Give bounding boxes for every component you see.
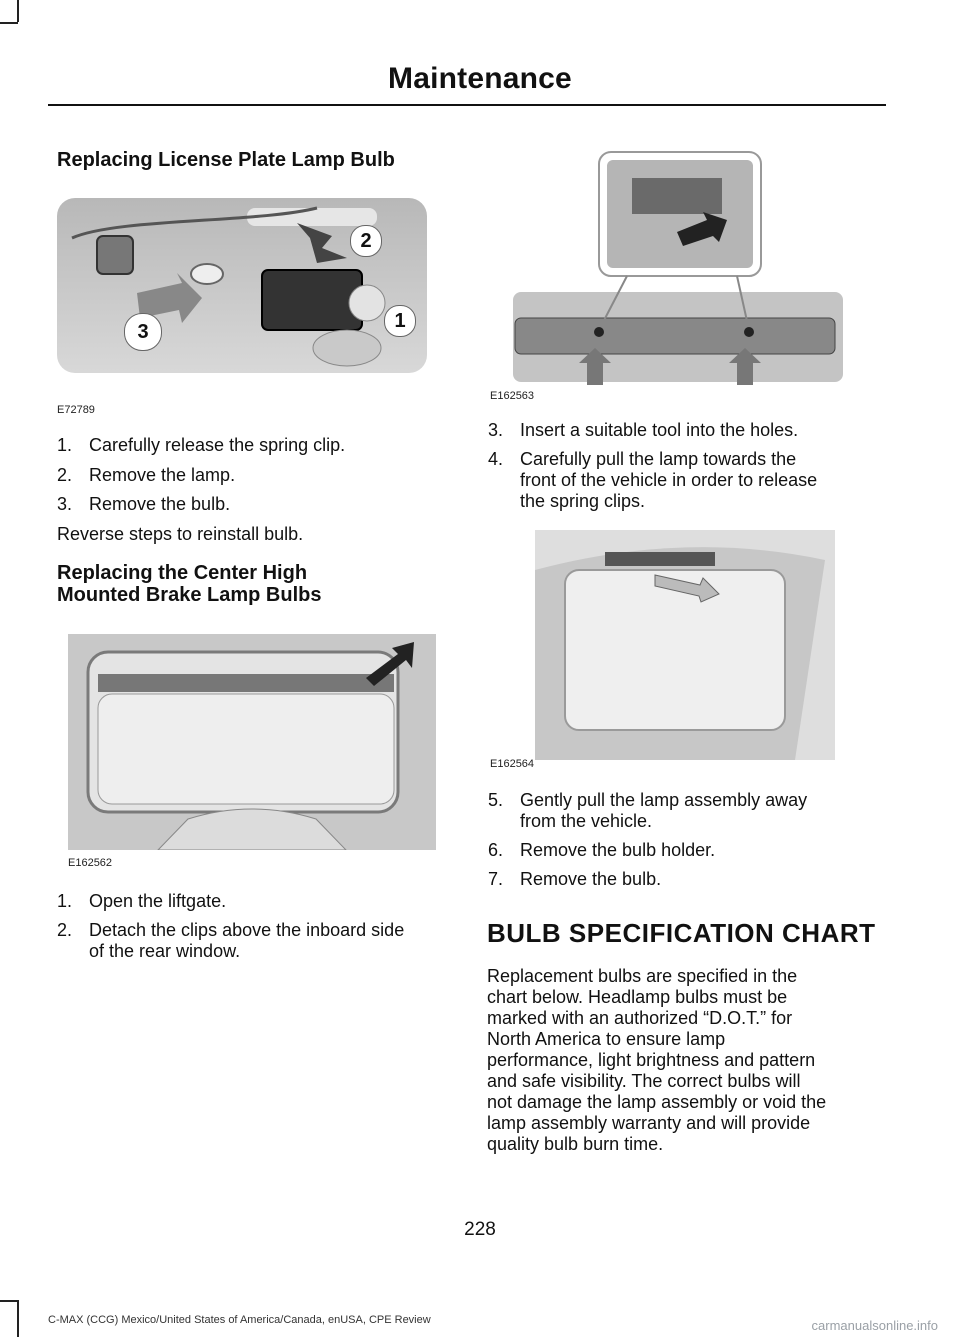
crop-mark: [17, 0, 19, 22]
list-item: 3.Remove the bulb.: [57, 494, 231, 514]
watermark: carmanualsonline.info: [811, 1318, 938, 1333]
callout-3: 3: [124, 313, 162, 351]
footer-note: C-MAX (CCG) Mexico/United States of Amer…: [48, 1314, 431, 1326]
list-item: 3.Insert a suitable tool into the holes.: [488, 420, 799, 440]
page-header-title: Maintenance: [388, 62, 572, 95]
list-item: 4. Carefully pull the lamp towards the f…: [488, 449, 818, 511]
list-item: 7.Remove the bulb.: [488, 869, 662, 889]
list-item: 2.Remove the lamp.: [57, 465, 236, 485]
figure-code: E162563: [490, 390, 535, 402]
crop-mark: [0, 1300, 18, 1302]
figure-code: E162564: [490, 758, 535, 770]
list-item: 2. Detach the clips above the inboard si…: [57, 920, 405, 961]
bulb-chart-heading: BULB SPECIFICATION CHART: [487, 918, 876, 948]
crop-mark: [17, 1300, 19, 1337]
reinstall-note: Reverse steps to reinstall bulb.: [57, 524, 304, 544]
brake-lamp-holes-figure: [513, 151, 843, 385]
list-item: 1.Open the liftgate.: [57, 891, 227, 911]
list-item: 6.Remove the bulb holder.: [488, 840, 716, 860]
list-item: 5. Gently pull the lamp assembly away fr…: [488, 790, 808, 831]
figure-code: E72789: [57, 404, 95, 416]
liftgate-figure: [68, 634, 436, 850]
page-number: 228: [464, 1219, 496, 1240]
section-heading-license-plate: Replacing License Plate Lamp Bulb: [57, 149, 395, 171]
figure-code: E162562: [68, 857, 113, 869]
callout-1: 1: [384, 305, 416, 337]
list-item: 1.Carefully release the spring clip.: [57, 435, 346, 455]
header-divider: [48, 104, 886, 106]
section-heading-brake-line1: Replacing the Center High: [57, 562, 308, 584]
crop-mark: [0, 22, 18, 24]
section-heading-brake-line2: Mounted Brake Lamp Bulbs: [57, 584, 322, 606]
callout-2: 2: [350, 225, 382, 257]
lamp-assembly-removal-figure: [535, 530, 835, 760]
license-plate-lamp-figure: [57, 198, 427, 373]
